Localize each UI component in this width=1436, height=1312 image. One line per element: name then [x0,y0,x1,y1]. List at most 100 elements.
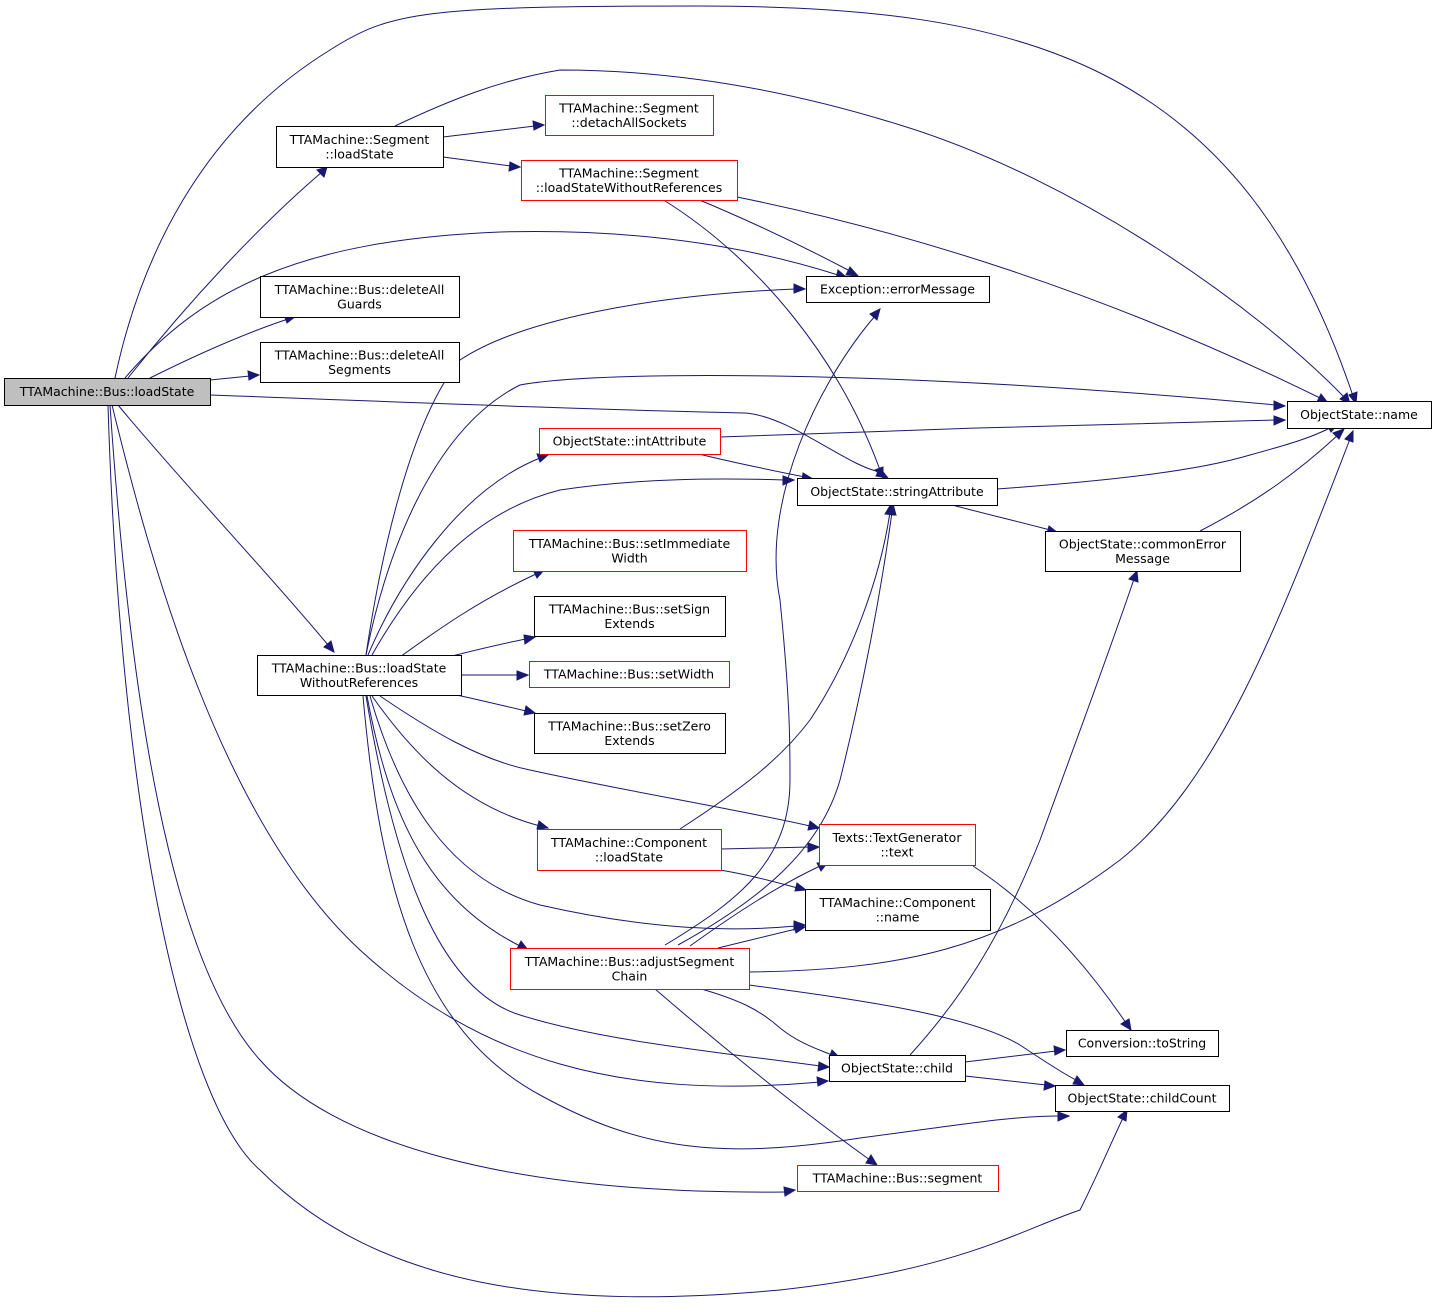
edge-bus-loadstate-to-deleteall-segments [209,370,261,381]
node-label-line: Chain [612,968,648,983]
graph-node-n1[interactable]: TTAMachine::Segment::loadState [276,126,444,168]
edge-segment-loadstate-to-loadstatewithoutreferences [442,156,522,172]
node-box [537,829,722,871]
graph-node-n13[interactable]: TTAMachine::Bus::loadStateWithoutReferen… [257,655,462,696]
edge-lswr-to-childcount [362,695,1071,1150]
node-box [797,478,998,506]
node-label-line: ::text [880,844,913,859]
node-box [534,596,726,637]
node-label-line: TTAMachine::Bus::deleteAll [274,347,445,362]
node-label-line: TTAMachine::Bus::loadState [271,660,447,675]
node-label-line: Width [611,550,647,565]
graph-node-n6[interactable]: Exception::errorMessage [806,276,990,303]
node-box [276,126,444,168]
node-label-line: Segments [328,362,391,377]
edge-bus-loadstate-to-segment-loadstate [127,166,328,379]
node-box [819,824,976,866]
edge-lswr-to-setsignextends [451,634,537,657]
edge-segment-lswr-to-errormessage [696,198,860,277]
node-label-line: TTAMachine::Component [550,835,707,850]
edge-child-to-childcount [964,1075,1057,1091]
node-label-line: TTAMachine::Bus::setWidth [543,667,714,682]
graph-node-n23[interactable]: TTAMachine::Bus::segment [797,1165,999,1192]
node-label-line: Conversion::toString [1078,1036,1206,1051]
node-label-line: ObjectState::commonError [1059,536,1227,551]
node-label-line: TTAMachine::Bus::deleteAll [274,282,445,297]
call-nodes: TTAMachine::Bus::loadState TTAMachine::Se… [4,95,1432,1192]
call-edges [107,5,1358,1298]
edge-lswr-to-component-loadstate [371,695,550,830]
edge-bus-loadstate-to-errormessage [124,231,849,379]
node-box [1055,1085,1230,1112]
node-label-line: TTAMachine::Bus::setSign [548,601,710,616]
graph-node-n17[interactable]: Texts::TextGenerator::text [819,824,976,866]
graph-node-n18[interactable]: TTAMachine::Component::name [805,889,991,931]
node-label-line: Exception::errorMessage [820,282,975,297]
edge-adjustsegmentchain-to-errormessage [664,308,881,946]
node-box [1287,401,1432,429]
graph-node-n22[interactable]: ObjectState::childCount [1055,1085,1230,1112]
node-label-line: Guards [337,296,382,311]
graph-node-n14[interactable]: TTAMachine::Bus::setWidth [529,661,730,688]
edge-stringattribute-to-objectstate-name [996,423,1340,490]
node-label-line: TTAMachine::Segment [558,165,699,180]
node-label-line: Extends [604,733,654,748]
node-box [539,428,721,455]
graph-node-n0[interactable]: TTAMachine::Bus::loadState [4,378,211,406]
edge-lswr-to-setwidth [461,670,530,681]
edge-component-loadstate-to-component-name [719,869,808,892]
node-label-line: TTAMachine::Bus::setImmediate [528,536,731,551]
edge-child-to-commonerrormessage [909,569,1139,1056]
graph-node-n8[interactable]: ObjectState::intAttribute [539,428,721,455]
edge-bus-loadstate-to-bus-segment [109,404,797,1197]
node-label-line: Extends [604,616,654,631]
edge-lswr-to-objectstate-child [365,695,831,1072]
node-label-line: ::detachAllSockets [571,115,686,130]
graph-node-n16[interactable]: TTAMachine::Component::loadState [537,829,722,871]
node-label-line: ::name [876,909,920,924]
edge-component-loadstate-to-text [720,842,821,853]
node-label-line: ::loadStateWithoutReferences [536,180,723,195]
graph-node-n20[interactable]: Conversion::toString [1066,1030,1219,1057]
graph-node-n3[interactable]: TTAMachine::Segment::loadStateWithoutRef… [521,160,738,201]
node-label-line: TTAMachine::Bus::adjustSegment [524,954,735,969]
node-box [260,342,460,383]
edge-lswr-to-setzeroextends [451,693,537,716]
node-box [510,948,750,990]
edge-segment-loadstate-to-detachallsockets [442,120,546,138]
graph-node-n21[interactable]: ObjectState::child [829,1055,966,1082]
edge-lswr-to-text [379,695,821,831]
node-label-line: ObjectState::stringAttribute [810,484,984,499]
node-box [797,1165,999,1192]
node-label-line: TTAMachine::Bus::segment [812,1171,983,1186]
edge-stringattribute-to-commonerrormessage [951,504,1060,535]
edge-intattribute-to-objectstate-name [719,415,1287,438]
graph-node-n7[interactable]: ObjectState::name [1287,401,1432,429]
node-label-line: Texts::TextGenerator [832,830,963,845]
edge-commonerrormessage-to-objectstate-name [1199,428,1346,532]
edge-text-to-tostring [972,865,1132,1031]
graph-node-n2[interactable]: TTAMachine::Segment::detachAllSockets [545,95,714,136]
node-box [829,1055,966,1082]
graph-node-n9[interactable]: ObjectState::stringAttribute [797,478,998,506]
edge-lswr-to-objectstate-name [365,374,1287,656]
node-label-line: ::loadState [325,146,394,161]
edge-adjustsegmentchain-to-objectstate-name [748,429,1354,973]
node-box [806,276,990,303]
node-box [260,276,460,318]
edge-lswr-to-errormessage [365,283,807,656]
node-label-line: ::loadState [595,849,664,864]
edge-adjustsegmentchain-to-objectstate-child [697,987,842,1059]
node-label-line: ObjectState::childCount [1067,1091,1216,1106]
edge-child-to-tostring [964,1045,1067,1063]
node-box [521,160,738,201]
edge-segment-lswr-to-stringattribute [661,198,884,480]
